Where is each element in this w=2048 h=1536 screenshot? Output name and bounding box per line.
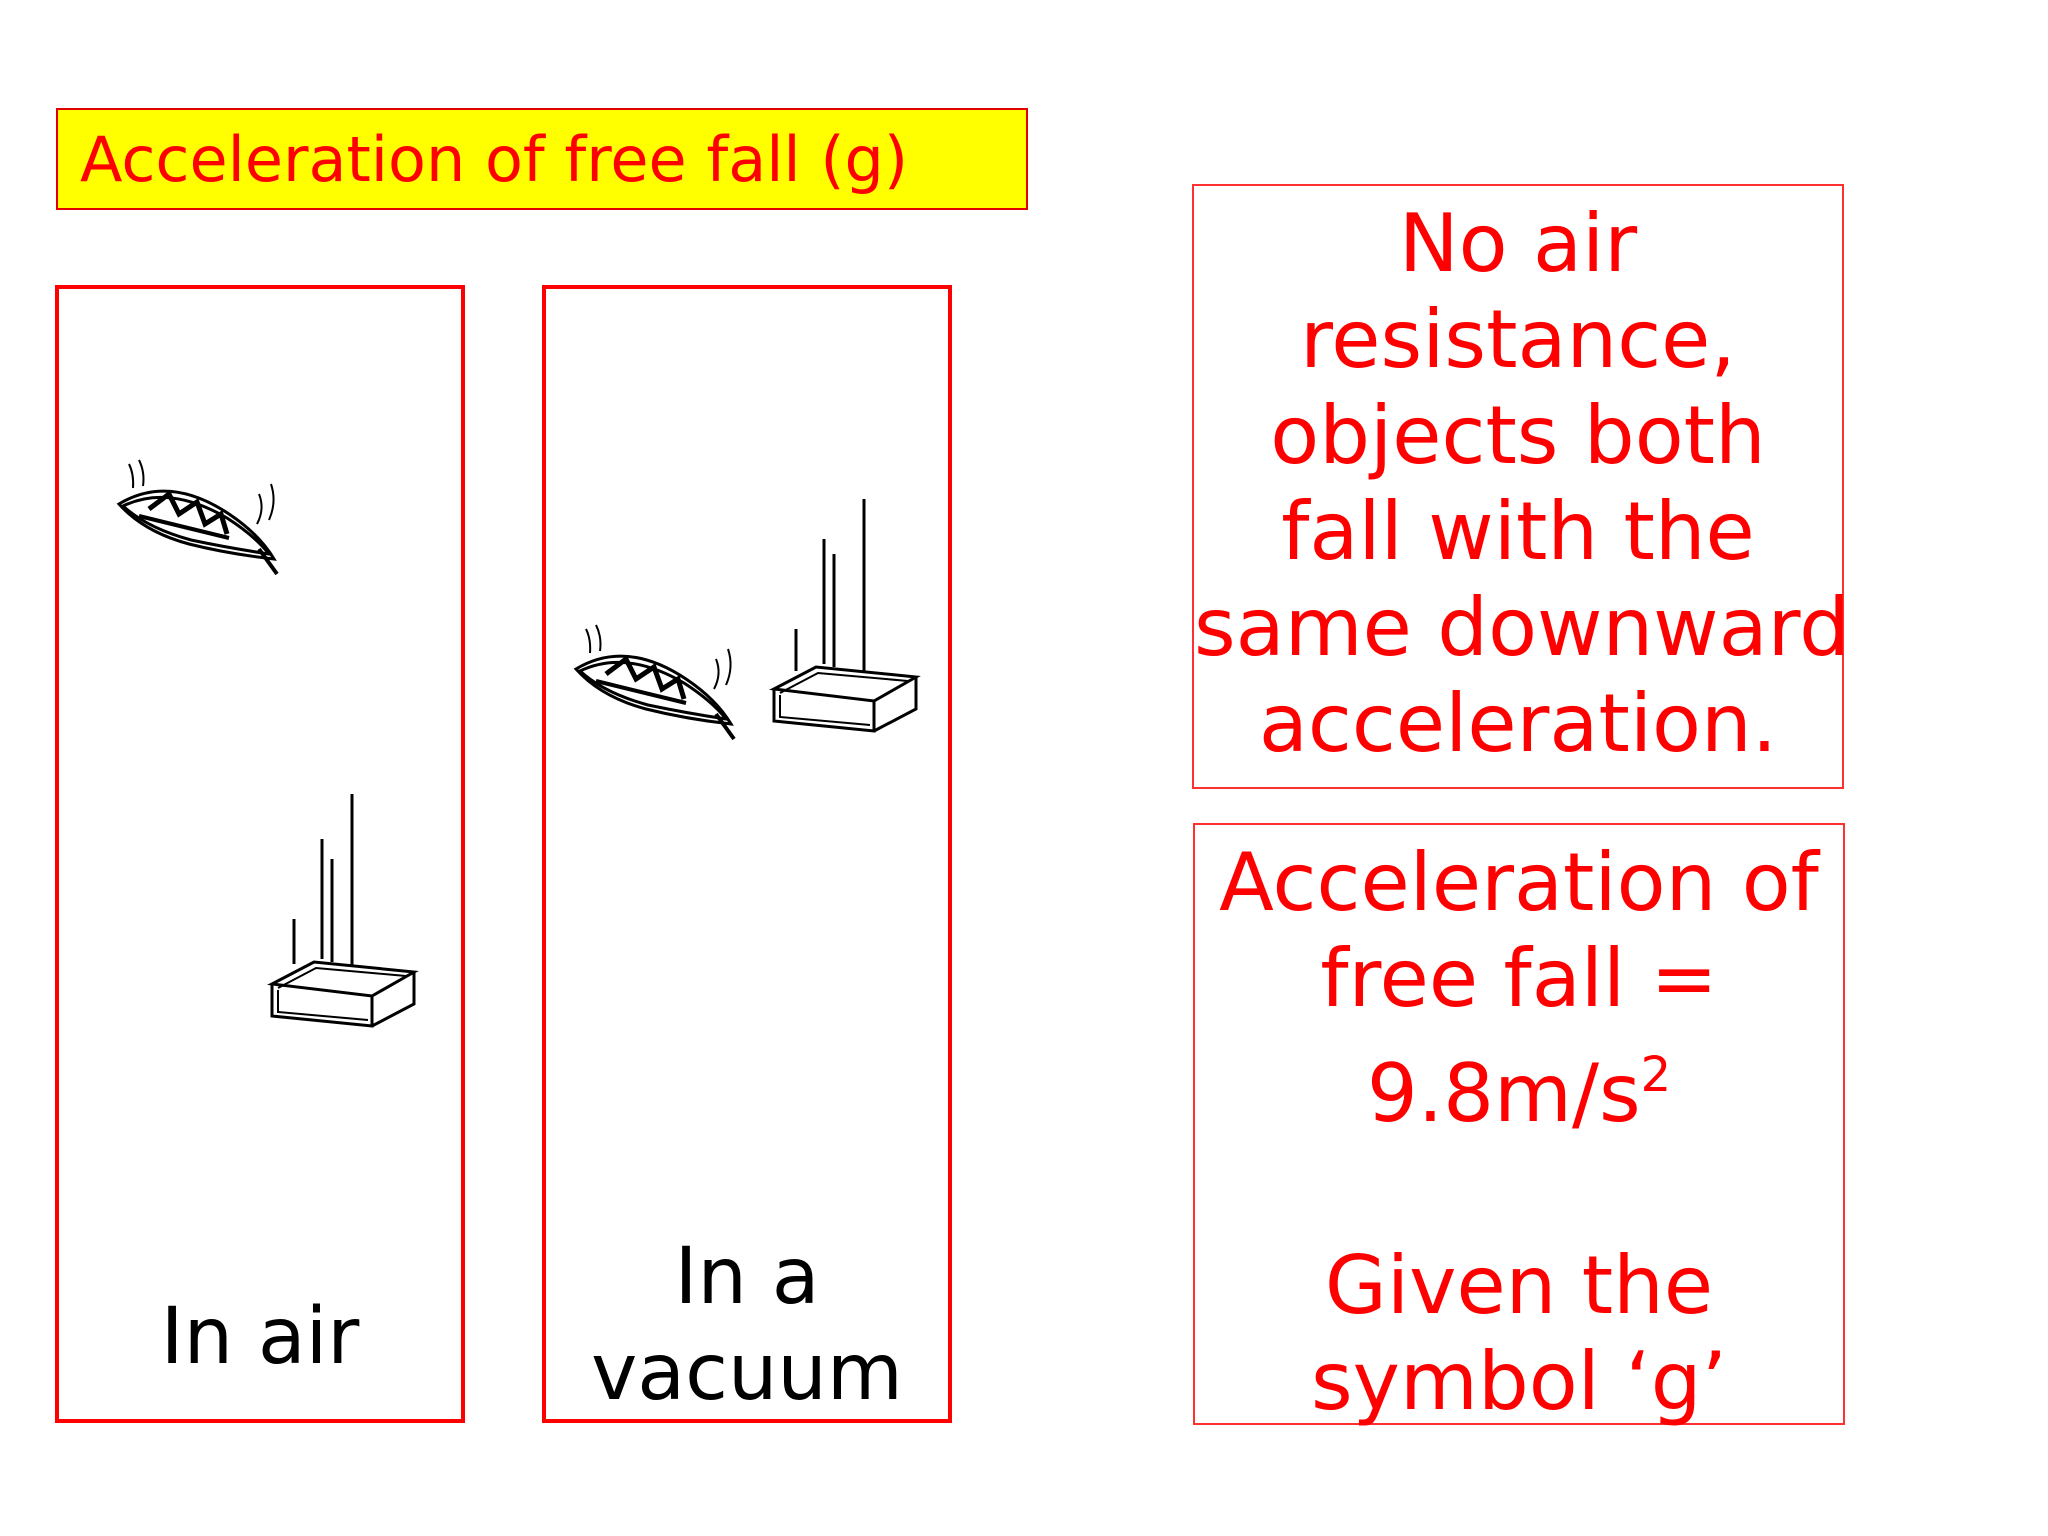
falling-brick-icon [267,794,419,1028]
panel-label-line-2: vacuum [591,1328,903,1418]
info-line: free fall = [1320,932,1718,1025]
page-title: Acceleration of free fall (g) [80,122,909,196]
panel-label-in-vacuum: In a vacuum [546,1229,948,1421]
panel-in-vacuum: In a vacuum [542,285,952,1423]
info-line: objects both [1270,389,1766,482]
info-line: Given the [1324,1239,1714,1332]
panel-label-line-1: In a [674,1232,820,1322]
acceleration-value-text: 9.8m/s [1366,1047,1641,1140]
info-line: No air [1398,197,1638,290]
info-line: fall with the [1281,485,1755,578]
info-line: Acceleration of [1219,836,1819,929]
free-fall-value-box: Acceleration of free fall = 9.8m/s2 Give… [1193,823,1845,1428]
info-line: same downward [1194,581,1850,674]
panel-label-in-air: In air [160,1292,360,1382]
title-banner: Acceleration of free fall (g) [56,108,1028,210]
spacer [1195,1142,1843,1238]
feather-icon [573,624,736,741]
acceleration-exponent: 2 [1640,1047,1672,1103]
info-line: acceleration. [1258,677,1778,770]
feather-icon [116,459,279,576]
falling-brick-icon [769,499,921,733]
info-line: symbol ‘g’ [1311,1335,1727,1428]
no-air-resistance-box: No air resistance, objects both fall wit… [1192,184,1850,789]
panel-in-air: In air [55,285,465,1423]
acceleration-value: 9.8m/s2 [1195,1027,1843,1142]
info-line: resistance, [1300,293,1736,386]
